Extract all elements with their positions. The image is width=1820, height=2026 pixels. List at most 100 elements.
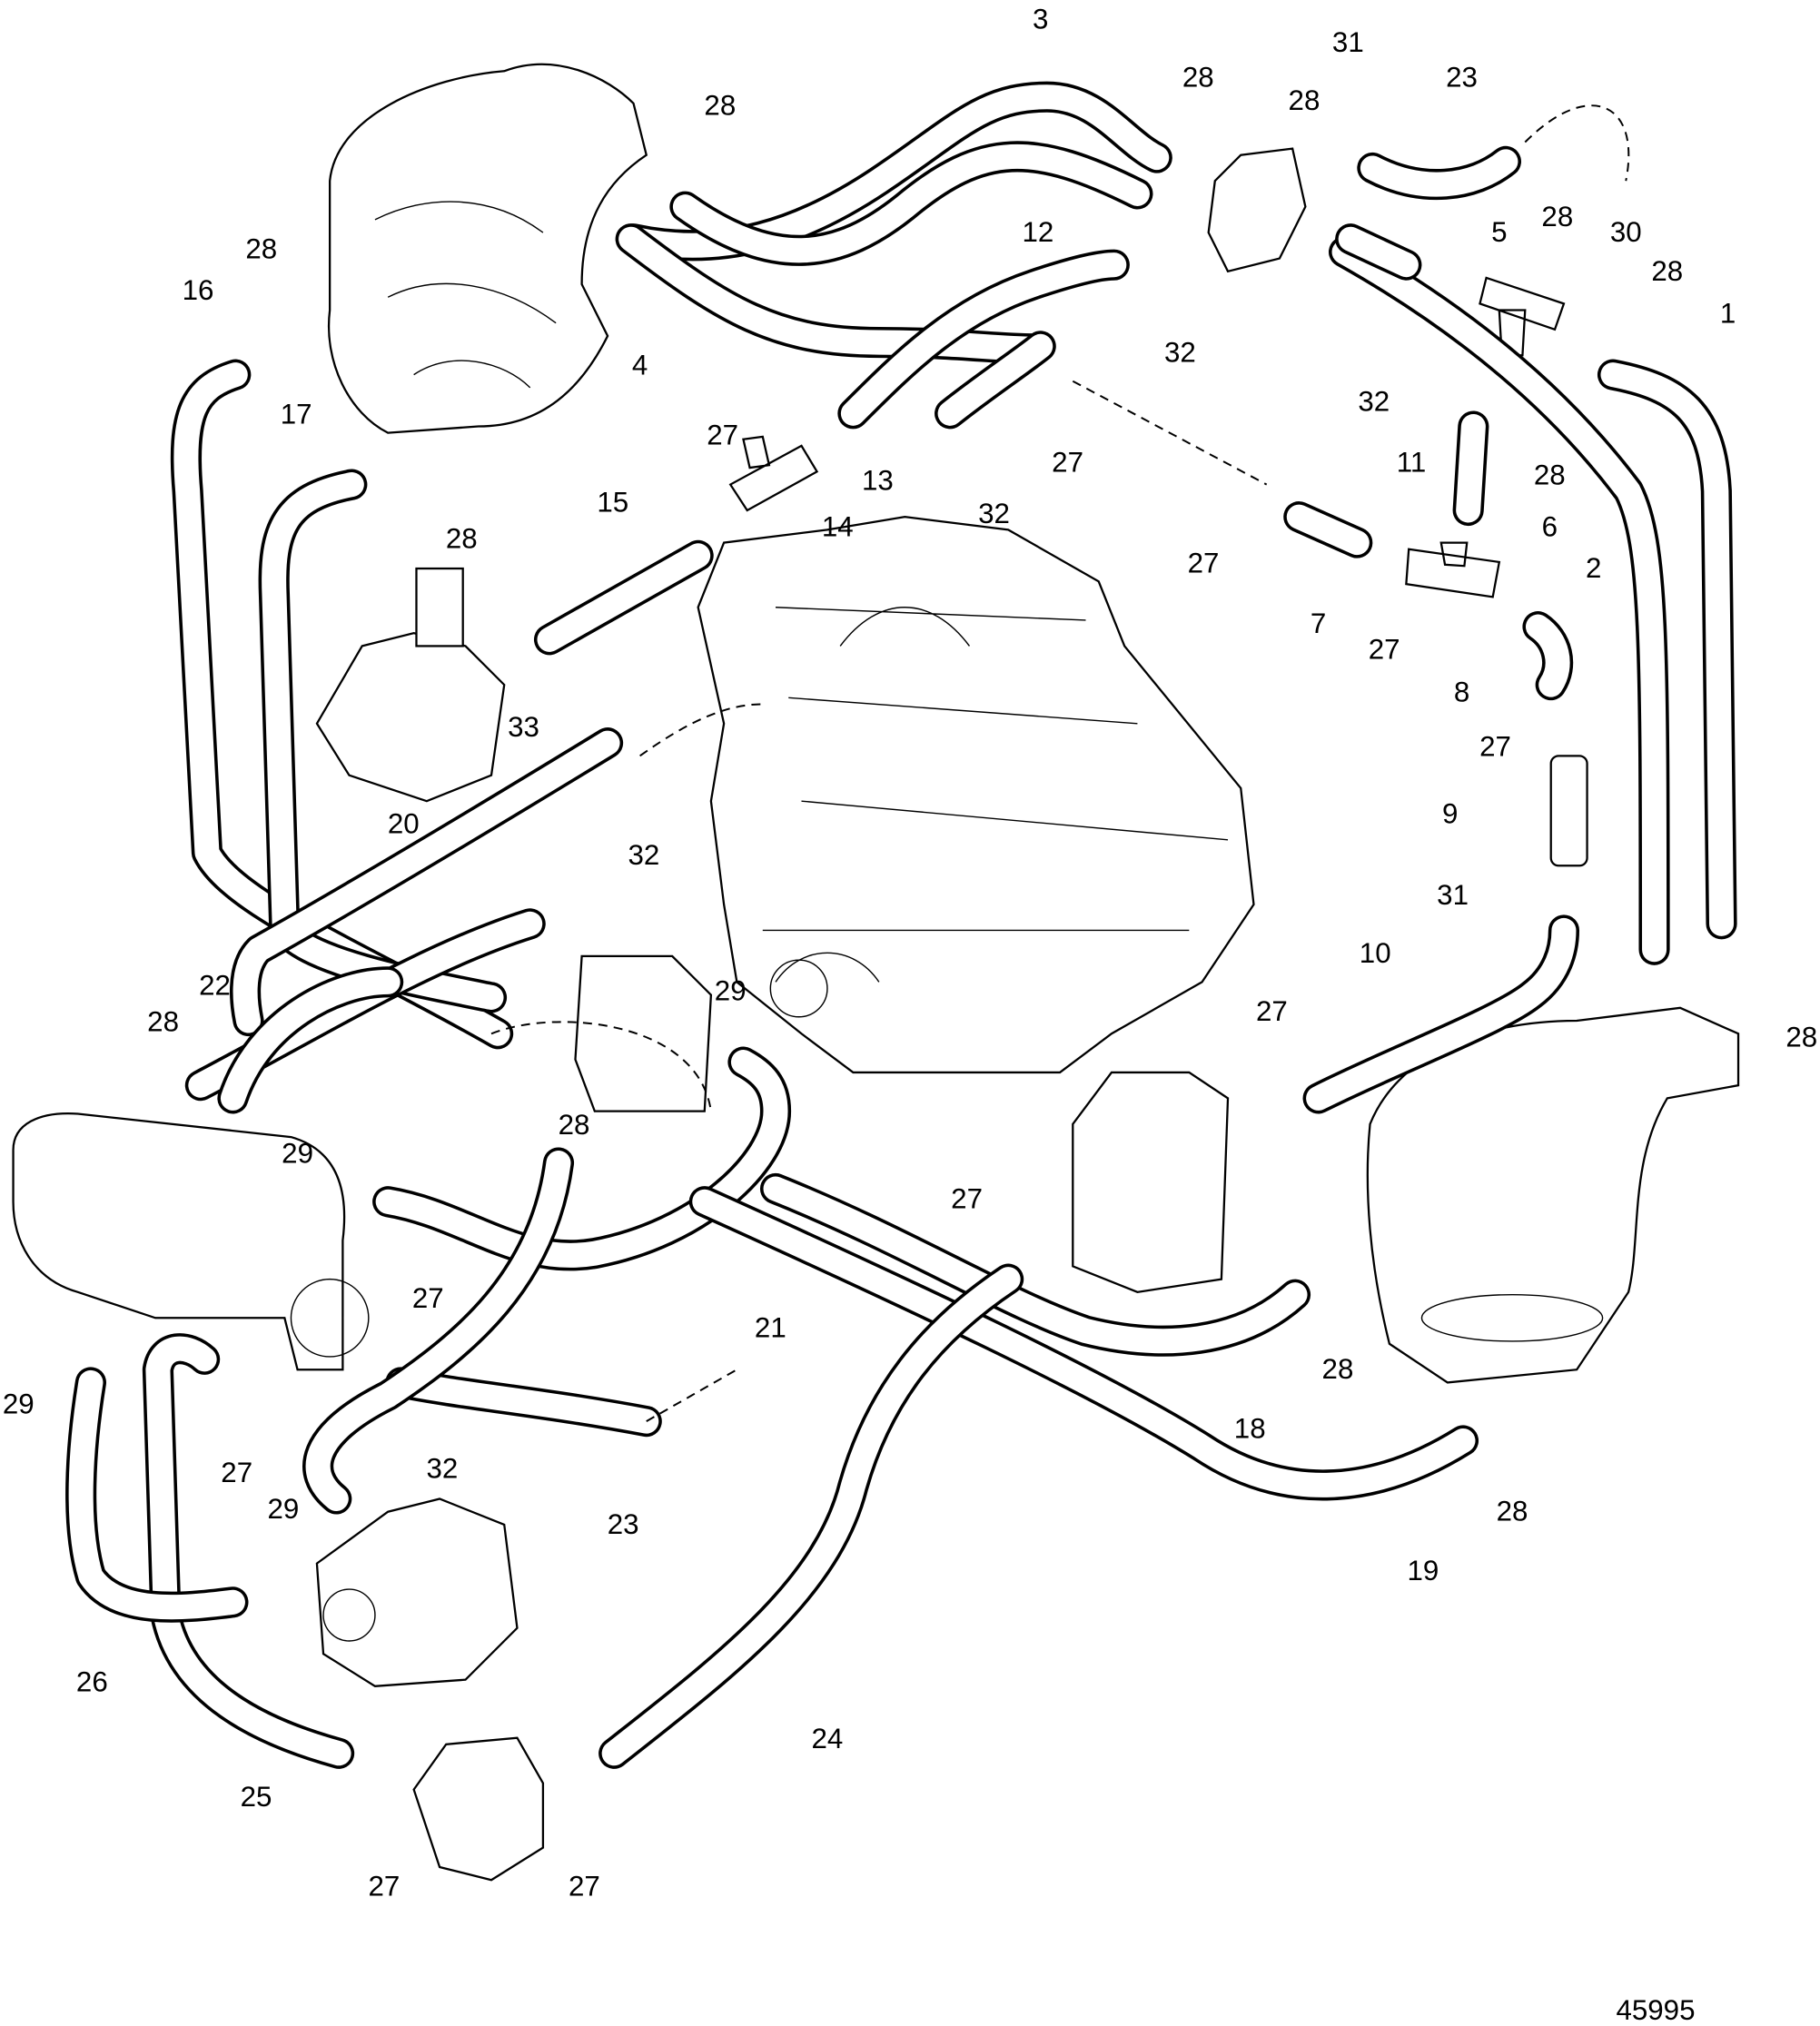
engine-block [697, 515, 1255, 1074]
callout-number: 27 [569, 1870, 600, 1902]
callout-number: 23 [608, 1508, 639, 1540]
callout-number: 33 [508, 711, 539, 743]
hose-24-outline [598, 1263, 1024, 1769]
hose-4-outline [618, 226, 1047, 361]
hose-11-outline [1456, 414, 1486, 523]
pump-pulley-hub [322, 1588, 376, 1642]
callout-number: 27 [1256, 995, 1288, 1027]
callout-number: 23 [1446, 61, 1478, 93]
callout-number: 14 [822, 510, 854, 542]
hose-10 [1302, 914, 1580, 1114]
routing-line [1524, 104, 1630, 182]
callout-number: 16 [183, 274, 214, 306]
pump-cylinder [415, 567, 464, 647]
callout-number: 32 [628, 839, 659, 871]
callout-number: 18 [1234, 1413, 1266, 1445]
callout-number: 27 [369, 1870, 401, 1902]
callout-number: 19 [1407, 1555, 1439, 1586]
callout-number: 28 [446, 522, 478, 554]
callout-number: 1 [1720, 298, 1736, 330]
callout-number: 28 [1541, 201, 1573, 232]
hose-15 [533, 539, 714, 656]
callout-number: 28 [1289, 84, 1320, 116]
callout-number: 28 [1322, 1353, 1354, 1385]
callout-number: 28 [1182, 61, 1214, 93]
hose-2 [1328, 236, 1670, 965]
hose-13 [935, 331, 1056, 430]
callout-number: 26 [76, 1665, 108, 1697]
callout-number: 28 [245, 233, 277, 265]
figure-number: 45995 [1616, 1994, 1695, 2026]
water-distribution-block [574, 954, 713, 1112]
callout-number: 9 [1442, 797, 1458, 829]
seawater-pump [315, 632, 506, 803]
callout-number: 20 [388, 808, 420, 840]
seacock-block [1072, 1071, 1230, 1294]
callout-number: 32 [427, 1453, 459, 1485]
hose-7 [1283, 501, 1373, 558]
hose-5 [1335, 223, 1422, 281]
callout-number: 2 [1586, 552, 1601, 584]
check-valve [1549, 755, 1588, 867]
callout-number: 27 [412, 1282, 444, 1314]
port-exhaust-manifold [327, 63, 648, 434]
heat-exchanger-cap [290, 1278, 370, 1358]
hose-29 [217, 966, 404, 1114]
hose-lower-mid-outline [305, 1151, 571, 1512]
hoses [65, 81, 1737, 1769]
callout-number: 29 [715, 974, 747, 1006]
callout-number: 28 [559, 1109, 590, 1141]
hose-23-upper [1357, 145, 1521, 201]
callout-number: 27 [1052, 446, 1083, 478]
routing-line [1072, 380, 1268, 486]
hose-10-outline [1306, 917, 1577, 1111]
callout-number: 32 [1358, 385, 1390, 417]
routing-lines [490, 104, 1630, 1422]
callout-number: 6 [1542, 510, 1558, 542]
callout-number: 29 [282, 1138, 313, 1170]
tee-fitting-14 [728, 435, 819, 512]
thermostat-housing [412, 1736, 545, 1882]
hose-21 [372, 1046, 792, 1271]
hose-24 [598, 1263, 1024, 1769]
hose-18-outline [763, 1176, 1308, 1354]
routing-line [646, 1369, 737, 1422]
hose-26-outline [68, 1369, 245, 1620]
hose-25-outline [145, 1336, 351, 1766]
callout-number: 25 [241, 1781, 272, 1813]
callout-number: 27 [707, 419, 738, 450]
callout-number: 11 [1397, 446, 1427, 478]
callout-number: 27 [1479, 730, 1511, 762]
callout-number: 28 [1785, 1021, 1817, 1053]
hose-5-outline [1338, 226, 1419, 278]
hose-19 [688, 1186, 1479, 1501]
callout-number: 28 [1497, 1496, 1528, 1527]
callout-number: 28 [1651, 255, 1683, 287]
hose-4b [669, 141, 1153, 266]
callout-number: 28 [1534, 460, 1566, 491]
mercruiser-logo [1420, 1293, 1604, 1342]
components [12, 63, 1740, 1882]
callout-number: 27 [951, 1182, 983, 1214]
hose-1 [1597, 359, 1737, 940]
hose-21-outline [375, 1050, 788, 1268]
hose-4b-outline [672, 143, 1150, 263]
hose-8-outline [1525, 614, 1570, 697]
hose-2-outline [1331, 239, 1667, 963]
callout-number: 21 [755, 1312, 786, 1344]
hose-12 [837, 249, 1130, 430]
routing-line [490, 1021, 712, 1112]
heat-exchanger [12, 1112, 346, 1371]
callout-number: 27 [221, 1457, 252, 1488]
callout-number: 5 [1491, 216, 1507, 248]
hose-24-outline [601, 1267, 1021, 1766]
callout-number: 28 [147, 1005, 179, 1037]
callout-number: 32 [978, 498, 1010, 529]
hose-20 [230, 727, 624, 1037]
hose-20-outline [232, 730, 620, 1033]
hose-26 [65, 1367, 249, 1623]
hose-1-outline [1600, 362, 1735, 936]
hose-19-outline [692, 1189, 1476, 1497]
callout-number: 17 [281, 399, 312, 430]
